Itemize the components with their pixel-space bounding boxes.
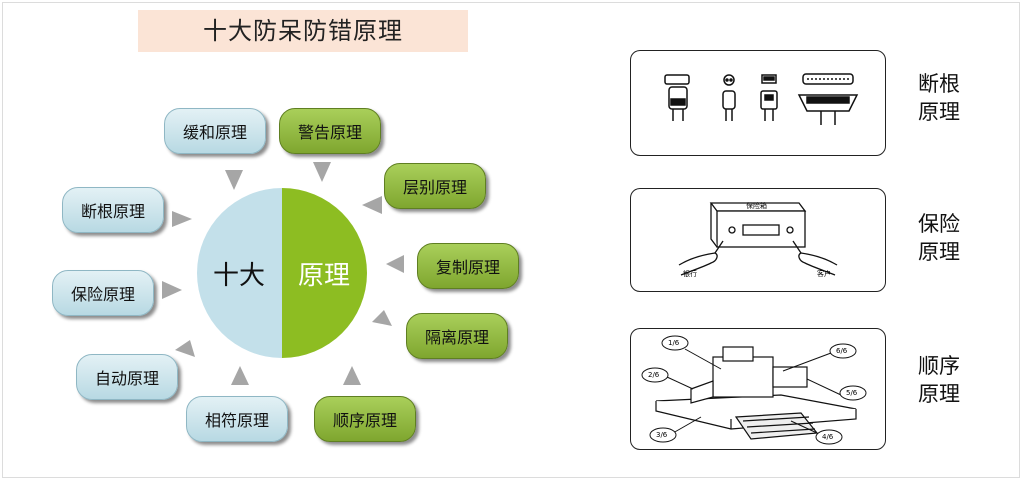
bank-text: 银行 bbox=[683, 270, 697, 278]
step-label-3: 3/6 bbox=[656, 431, 668, 439]
example-panel-shunxu: 1/6 2/6 3/6 4/6 5/6 6/6 bbox=[630, 328, 886, 450]
principle-shunxu: 顺序原理 bbox=[314, 396, 416, 442]
center-label-left: 十大 bbox=[213, 261, 266, 291]
connectors-illustration bbox=[664, 73, 859, 125]
machine-illustration bbox=[641, 335, 867, 445]
safe-box-text: 保险箱 bbox=[746, 202, 767, 210]
arrow-jinggao bbox=[313, 162, 331, 182]
label-shunxu: 顺序 原理 bbox=[918, 354, 960, 406]
center-label-right: 原理 bbox=[298, 261, 351, 291]
center-circle bbox=[197, 188, 367, 358]
principle-fuzhi: 复制原理 bbox=[417, 243, 519, 289]
principle-jinggao: 警告原理 bbox=[279, 108, 381, 154]
example-panel-baoxian: 保险箱 银行 客户 bbox=[630, 188, 886, 292]
arrow-geli bbox=[372, 310, 392, 326]
arrows bbox=[162, 162, 404, 385]
page-title: 十大防呆防错原理 bbox=[138, 10, 468, 52]
step-label-2: 2/6 bbox=[648, 371, 660, 379]
principle-duangen: 断根原理 bbox=[62, 187, 164, 233]
principle-huanhe: 缓和原理 bbox=[164, 108, 266, 154]
customer-text: 客户 bbox=[817, 270, 831, 278]
safe-box-illustration bbox=[678, 202, 838, 276]
principle-cengbie: 层别原理 bbox=[384, 163, 486, 209]
slide-frame bbox=[2, 2, 1020, 478]
principle-xiangfu: 相符原理 bbox=[186, 396, 288, 442]
arrow-baoxian bbox=[162, 281, 182, 299]
arrow-shunxu bbox=[343, 366, 361, 385]
step-label-6: 6/6 bbox=[836, 347, 848, 355]
label-baoxian: 保险 原理 bbox=[918, 212, 960, 264]
principle-zidong: 自动原理 bbox=[76, 354, 178, 400]
arrow-duangen bbox=[172, 211, 192, 227]
center-circle-left-half bbox=[197, 188, 282, 358]
arrow-huanhe bbox=[225, 170, 243, 190]
step-label-1: 1/6 bbox=[668, 339, 680, 347]
arrow-cengbie bbox=[362, 196, 382, 214]
label-duangen: 断根 原理 bbox=[918, 72, 960, 124]
step-label-4: 4/6 bbox=[822, 433, 834, 441]
arrow-xiangfu bbox=[231, 366, 249, 385]
principle-baoxian: 保险原理 bbox=[52, 270, 154, 316]
center-circle-right-half bbox=[282, 188, 367, 358]
arrow-fuzhi bbox=[386, 255, 404, 273]
example-panel-duangen bbox=[630, 50, 886, 156]
principles-diagram bbox=[162, 162, 404, 385]
principle-geli: 隔离原理 bbox=[406, 313, 508, 359]
step-label-5: 5/6 bbox=[846, 389, 858, 397]
arrow-zidong bbox=[175, 340, 195, 357]
